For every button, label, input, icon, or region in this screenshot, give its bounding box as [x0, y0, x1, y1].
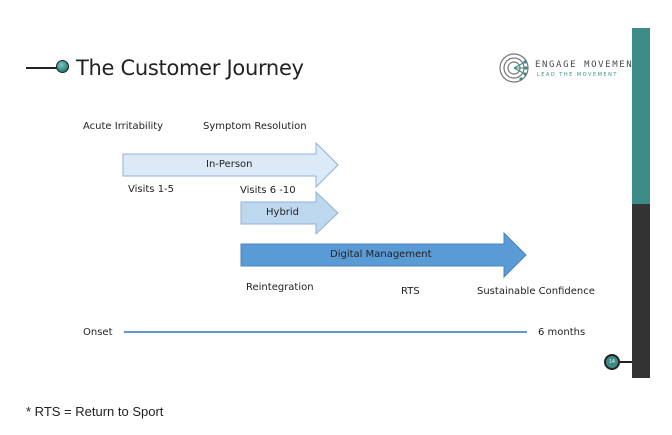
arrow-digital-management-label: Digital Management [330, 249, 432, 260]
arrow-hybrid [240, 190, 339, 236]
timeline-start-label: Onset [83, 327, 113, 338]
stage-reintegration: Reintegration [246, 282, 314, 293]
stage-rts: RTS [401, 286, 420, 297]
arrow-digital-management [240, 231, 527, 279]
stage-sustainable-confidence: Sustainable Confidence [477, 286, 595, 297]
engage-movement-logo-icon [499, 53, 529, 83]
arrow-hybrid-label: Hybrid [266, 207, 300, 218]
title-connector-line [26, 67, 58, 69]
logo-name: ENGAGE MOVEMENT [535, 60, 641, 70]
stage-acute-irritability: Acute Irritability [83, 121, 164, 132]
arrow-in-person-label: In-Person [206, 159, 253, 170]
arrow-in-person-note: Visits 1-5 [128, 184, 175, 195]
slide-title: The Customer Journey [76, 56, 304, 80]
arrow-hybrid-note: Visits 6 -10 [240, 185, 296, 196]
logo-tagline: LEAD THE MOVEMENT [537, 72, 618, 78]
side-bar-teal [632, 28, 650, 204]
footnote: * RTS = Return to Sport [26, 404, 164, 419]
arrow-in-person [122, 141, 339, 189]
slide-number-badge: 14 [604, 354, 620, 370]
slide-number-connector [620, 361, 632, 363]
title-bullet-icon [56, 60, 69, 73]
side-bar-dark [632, 204, 650, 378]
stage-symptom-resolution: Symptom Resolution [203, 121, 307, 132]
timeline-end-label: 6 months [538, 327, 586, 338]
